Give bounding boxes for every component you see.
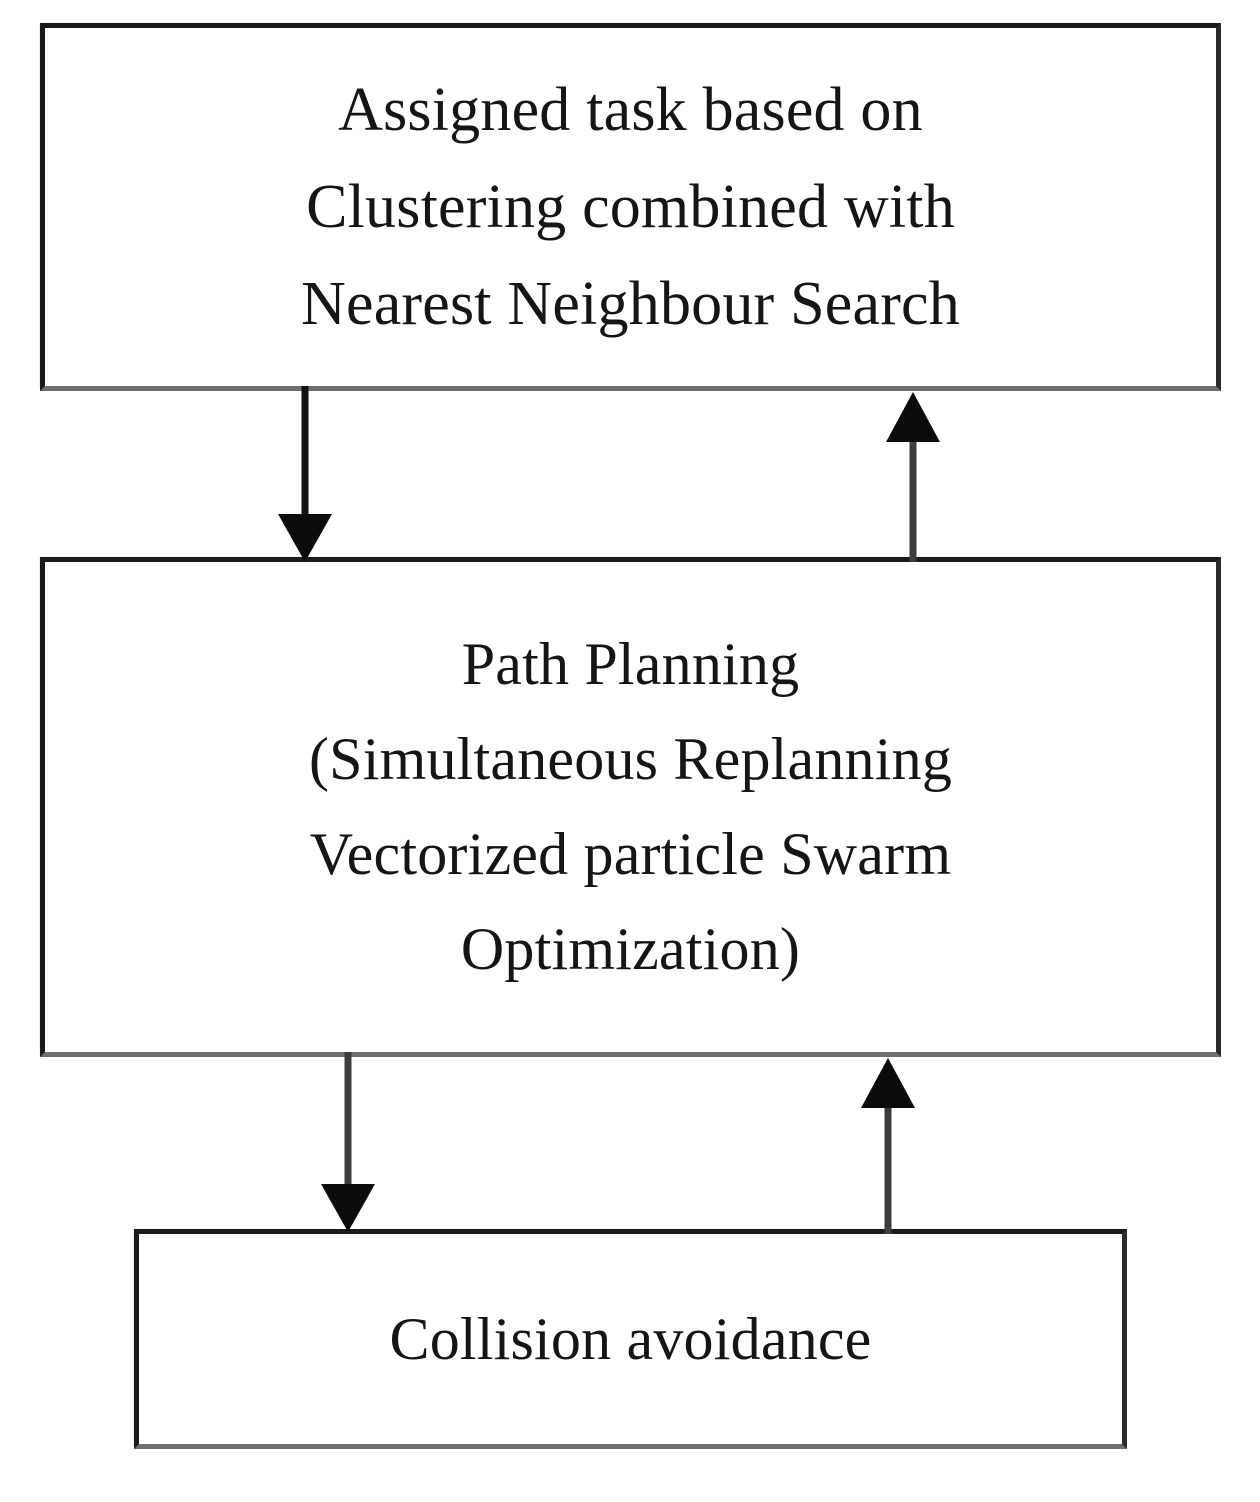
node-assigned-task-line-3: Nearest Neighbour Search — [301, 269, 960, 338]
node-path-planning-line-3: Vectorized particle Swarm — [309, 821, 952, 887]
node-collision-avoidance[interactable]: Collision avoidance — [133, 1228, 1127, 1449]
node-collision-avoidance-line-1: Collision avoidance — [389, 1306, 872, 1372]
node-path-planning-line-2: (Simultaneous Replanning — [308, 726, 953, 792]
node-assigned-task[interactable]: Assigned task based on Clustering combin… — [39, 22, 1221, 391]
node-assigned-task-line-2: Clustering combined with — [306, 172, 955, 241]
node-assigned-task-text: Assigned task based on Clustering combin… — [301, 62, 960, 353]
node-path-planning[interactable]: Path Planning (Simultaneous Replanning V… — [39, 556, 1221, 1057]
edge-collision-avoidance-to-path-planning — [853, 1052, 923, 1234]
edge-path-planning-to-assigned-task — [878, 386, 948, 562]
node-collision-avoidance-text: Collision avoidance — [389, 1300, 871, 1378]
node-path-planning-line-1: Path Planning — [461, 631, 800, 697]
node-path-planning-line-4: Optimization) — [460, 916, 801, 982]
edge-path-planning-to-collision-avoidance — [313, 1052, 383, 1234]
node-assigned-task-line-1: Assigned task based on — [338, 75, 923, 144]
node-path-planning-text: Path Planning (Simultaneous Replanning V… — [309, 617, 952, 997]
edge-assigned-task-to-path-planning — [270, 386, 340, 562]
